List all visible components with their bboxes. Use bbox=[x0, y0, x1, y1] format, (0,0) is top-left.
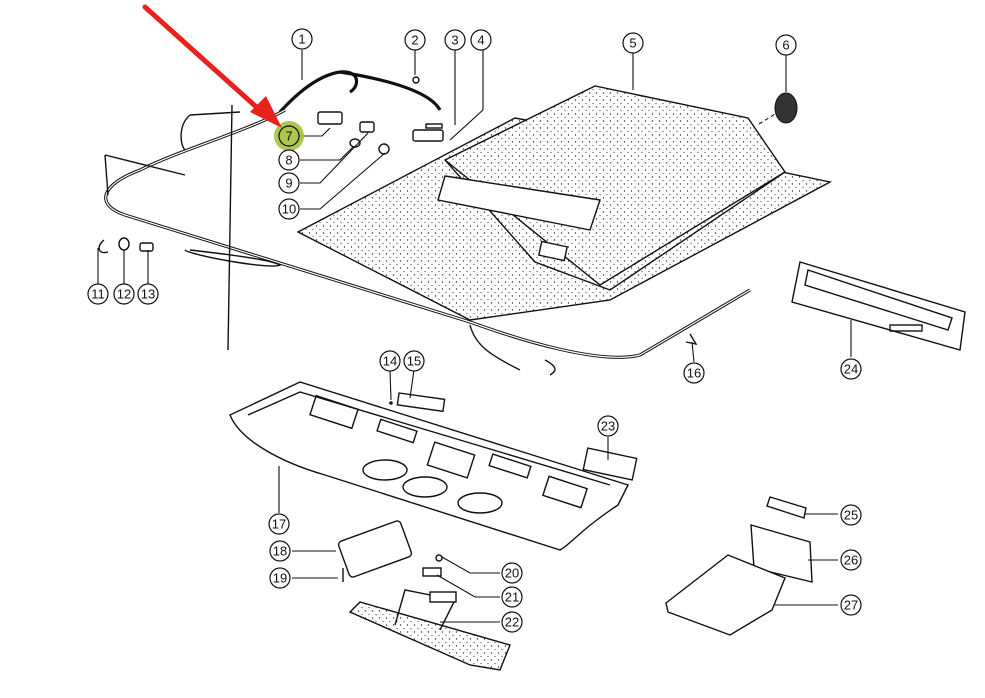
leader-lines bbox=[97, 49, 852, 623]
callout-label: 7 bbox=[285, 129, 292, 144]
callout-7[interactable]: 7 bbox=[278, 125, 300, 147]
callout-20[interactable]: 20 bbox=[501, 562, 523, 584]
callout-label: 6 bbox=[782, 38, 789, 53]
callout-label: 17 bbox=[272, 517, 286, 532]
highlight-marker bbox=[274, 121, 304, 151]
callout-label: 25 bbox=[844, 508, 858, 523]
callout-9[interactable]: 9 bbox=[278, 172, 300, 194]
callout-label: 11 bbox=[91, 287, 105, 302]
callout-label: 5 bbox=[629, 36, 636, 51]
callout-label: 15 bbox=[407, 354, 421, 369]
callout-label: 8 bbox=[285, 153, 292, 168]
callout-4[interactable]: 4 bbox=[470, 29, 492, 51]
callout-6[interactable]: 6 bbox=[775, 34, 797, 56]
callout-label: 12 bbox=[117, 287, 131, 302]
callout-label: 14 bbox=[383, 354, 397, 369]
clips bbox=[98, 237, 698, 345]
callout-11[interactable]: 11 bbox=[87, 283, 109, 305]
callout-18[interactable]: 18 bbox=[269, 540, 291, 562]
lower-right-parts bbox=[665, 496, 813, 636]
callout-label: 19 bbox=[273, 571, 287, 586]
callout-25[interactable]: 25 bbox=[840, 504, 862, 526]
callout-23[interactable]: 23 bbox=[597, 415, 619, 437]
callout-22[interactable]: 22 bbox=[501, 611, 523, 633]
callout-label: 22 bbox=[505, 615, 519, 630]
callout-label: 20 bbox=[505, 566, 519, 581]
callout-label: 18 bbox=[273, 544, 287, 559]
callout-2[interactable]: 2 bbox=[404, 29, 426, 51]
callout-3[interactable]: 3 bbox=[444, 29, 466, 51]
callout-5[interactable]: 5 bbox=[622, 32, 644, 54]
bezel bbox=[791, 261, 966, 351]
red-arrow-icon bbox=[142, 4, 282, 128]
callout-label: 2 bbox=[411, 33, 418, 48]
callout-19[interactable]: 19 bbox=[269, 567, 291, 589]
wiring-harness bbox=[104, 70, 751, 376]
console-small-parts bbox=[337, 392, 638, 671]
callout-10[interactable]: 10 bbox=[278, 198, 300, 220]
callout-26[interactable]: 26 bbox=[840, 549, 862, 571]
callout-label: 1 bbox=[298, 32, 305, 47]
callout-24[interactable]: 24 bbox=[840, 358, 862, 380]
callout-21[interactable]: 21 bbox=[501, 586, 523, 608]
speaker-grille bbox=[758, 92, 798, 125]
console-tray bbox=[229, 381, 629, 551]
callout-label: 23 bbox=[601, 419, 615, 434]
callout-14[interactable]: 14 bbox=[379, 350, 401, 372]
callout-label: 21 bbox=[505, 590, 519, 605]
callout-label: 24 bbox=[844, 362, 858, 377]
callout-13[interactable]: 13 bbox=[137, 283, 159, 305]
callout-label: 9 bbox=[285, 176, 292, 191]
callout-label: 16 bbox=[687, 366, 701, 381]
callout-17[interactable]: 17 bbox=[268, 513, 290, 535]
callout-1[interactable]: 1 bbox=[291, 28, 313, 50]
callout-label: 26 bbox=[844, 553, 858, 568]
headliner-panel bbox=[296, 85, 833, 321]
callout-label: 4 bbox=[477, 33, 484, 48]
callout-label: 3 bbox=[451, 33, 458, 48]
callout-label: 13 bbox=[141, 287, 155, 302]
callout-27[interactable]: 27 bbox=[840, 594, 862, 616]
callout-label: 27 bbox=[844, 598, 858, 613]
callout-label: 10 bbox=[282, 202, 296, 217]
callout-16[interactable]: 16 bbox=[683, 362, 705, 384]
callout-12[interactable]: 12 bbox=[113, 283, 135, 305]
callout-15[interactable]: 15 bbox=[403, 350, 425, 372]
small-parts-top bbox=[317, 76, 444, 155]
callout-8[interactable]: 8 bbox=[278, 149, 300, 171]
